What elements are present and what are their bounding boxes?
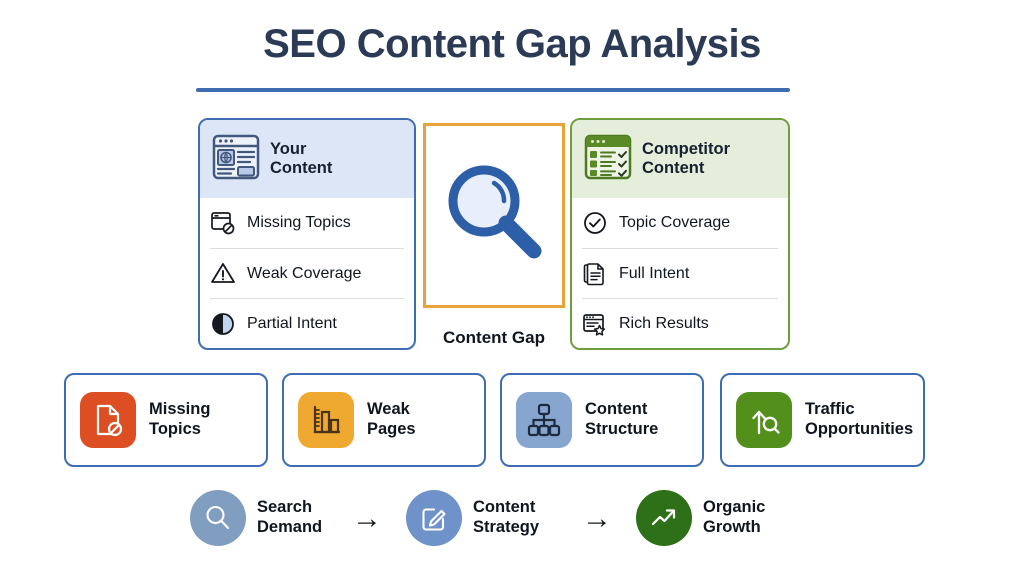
list-item[interactable]: Full Intent [582, 248, 778, 298]
trending-up-icon [636, 490, 692, 546]
competitor-content-title-line2: Content [642, 159, 705, 177]
flow-arrow: → [352, 502, 382, 535]
flow-step-organic-growth[interactable]: Organic Growth [636, 490, 765, 546]
browser-star-icon [582, 311, 608, 337]
magnifier-icon [190, 490, 246, 546]
your-content-list: Missing Topics Weak Coverage Partial Int… [200, 198, 414, 348]
list-item-label: Full Intent [619, 264, 690, 282]
flow-step-label-line2: Growth [703, 518, 761, 536]
card-label-line1: Missing [149, 400, 211, 419]
header: SEO Content Gap Analysis [0, 22, 1024, 66]
card-label-line2: Pages [367, 420, 416, 438]
card-missing-topics[interactable]: Missing Topics [64, 373, 268, 467]
browser-globe-icon [212, 134, 260, 185]
list-item-label: Topic Coverage [619, 214, 731, 231]
flow-step-content-strategy[interactable]: Content Strategy [406, 490, 539, 546]
card-label: Content Structure [585, 400, 658, 440]
competitor-content-title-line1: Competitor [642, 139, 730, 158]
your-content-title-line2: Content [270, 159, 333, 177]
card-content-structure[interactable]: Content Structure [500, 373, 704, 467]
your-content-title-line1: Your [270, 139, 307, 158]
list-item[interactable]: Topic Coverage [582, 198, 778, 248]
your-content-panel: Your Content Missing Topics [198, 118, 416, 350]
card-traffic-opportunities[interactable]: Traffic Opportunities [720, 373, 925, 467]
flow-step-label-line1: Organic [703, 498, 766, 517]
competitor-content-panel: Competitor Content Topic Coverage [570, 118, 790, 350]
documents-icon [582, 261, 608, 287]
flow-step-label: Content Strategy [473, 498, 539, 538]
flow-step-label: Organic Growth [703, 498, 765, 538]
competitor-content-title: Competitor Content [642, 140, 730, 179]
list-item-label: Missing Topics [247, 214, 351, 231]
flow-step-label-line2: Strategy [473, 518, 540, 536]
arrow-up-search-icon [736, 392, 792, 448]
content-gap-label: Content Gap [443, 328, 545, 347]
list-item-label: Rich Results [619, 314, 709, 332]
flow-step-label-line1: Search [257, 498, 313, 517]
list-item[interactable]: Rich Results [582, 298, 778, 348]
list-item-label: Partial Intent [247, 314, 337, 332]
warning-triangle-icon [210, 261, 236, 287]
content-gap-box [423, 123, 565, 308]
card-weak-pages[interactable]: Weak Pages [282, 373, 486, 467]
document-blocked-icon [80, 392, 136, 448]
sitemap-icon [516, 392, 572, 448]
card-label-line1: Weak [367, 400, 410, 419]
bar-chart-icon [298, 392, 354, 448]
browser-checklist-icon [584, 134, 632, 185]
card-label-line2: Opportunities [805, 420, 914, 438]
flow-step-label-line1: Content [473, 498, 536, 517]
list-item[interactable]: Partial Intent [210, 298, 404, 348]
your-content-title: Your Content [270, 140, 332, 179]
card-label-line2: Topics [149, 420, 201, 438]
list-item[interactable]: Missing Topics [210, 198, 404, 248]
card-label-line2: Structure [585, 420, 659, 438]
title-divider [196, 88, 790, 92]
list-item[interactable]: Weak Coverage [210, 248, 404, 298]
browser-blocked-icon [210, 210, 236, 236]
flow-step-label: Search Demand [257, 498, 322, 538]
card-label: Weak Pages [367, 400, 416, 440]
card-label-line1: Traffic [805, 400, 855, 419]
page-title: SEO Content Gap Analysis [263, 22, 761, 66]
card-label: Missing Topics [149, 400, 210, 440]
card-label: Traffic Opportunities [805, 400, 913, 440]
card-label-line1: Content [585, 400, 648, 419]
flow-arrow: → [582, 502, 612, 535]
your-content-header: Your Content [200, 120, 414, 198]
competitor-content-header: Competitor Content [572, 120, 788, 198]
edit-pencil-icon [406, 490, 462, 546]
check-circle-icon [582, 210, 608, 236]
flow-step-label-line2: Demand [257, 518, 323, 536]
competitor-content-list: Topic Coverage Full Intent [572, 198, 788, 348]
list-item-label: Weak Coverage [247, 264, 362, 282]
flow-step-search-demand[interactable]: Search Demand [190, 490, 322, 546]
half-circle-icon [210, 311, 236, 337]
magnifier-icon [434, 153, 554, 278]
